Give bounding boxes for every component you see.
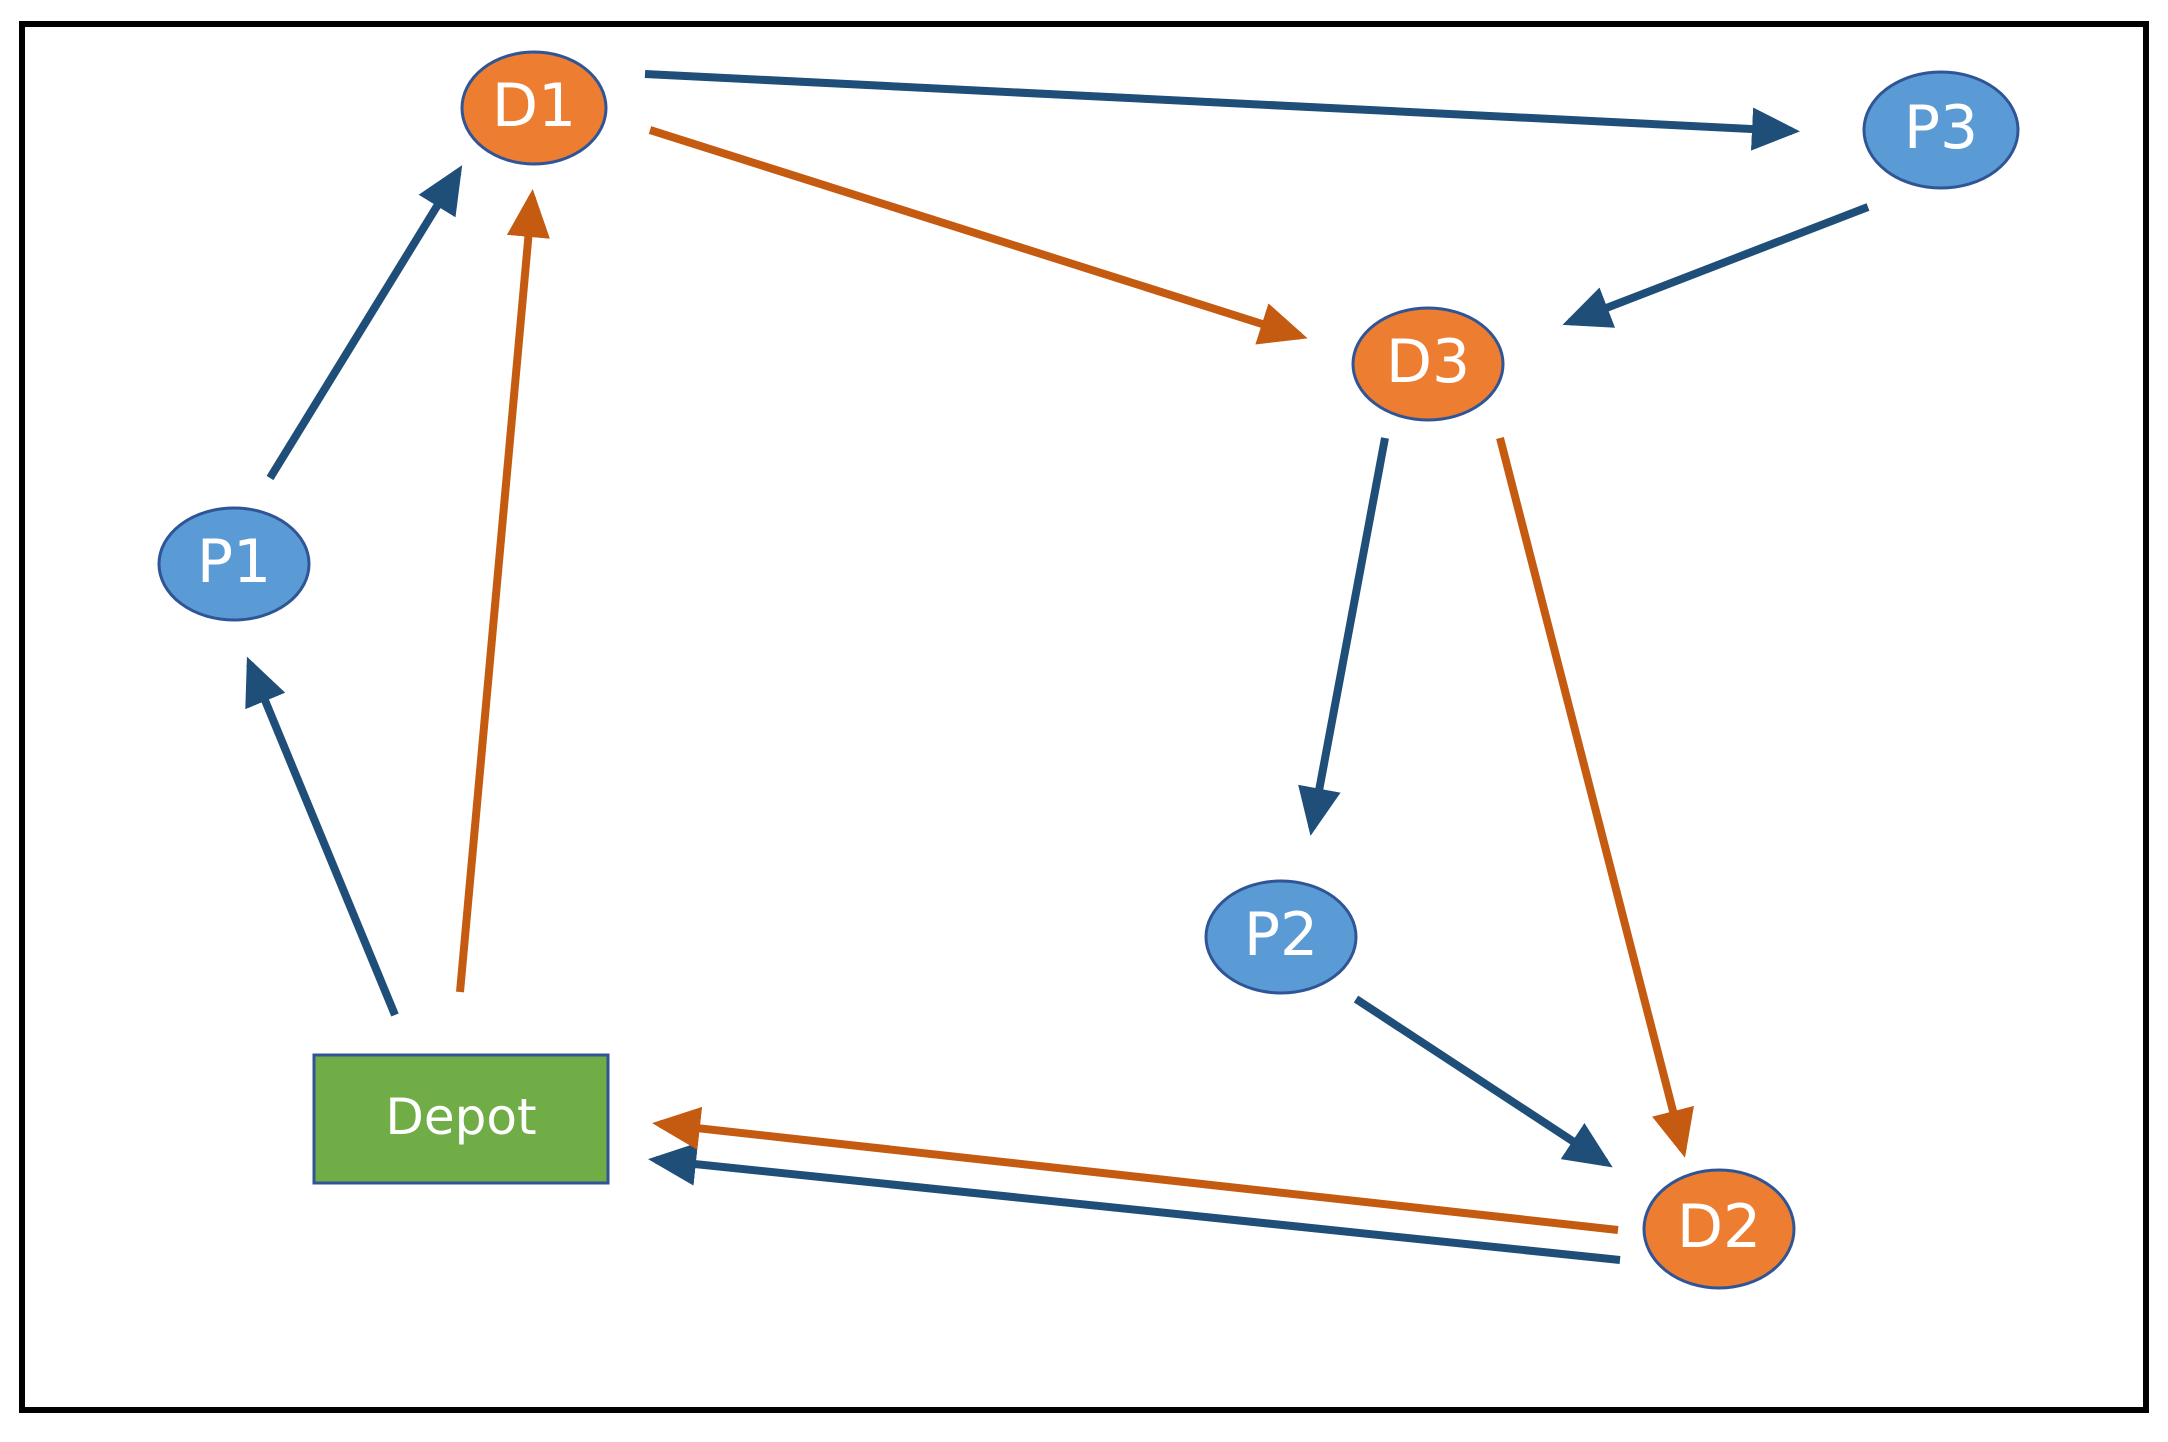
node-label: P2 <box>1244 900 1318 970</box>
blue-route <box>245 70 1870 1264</box>
node-p2: P2 <box>1204 879 1358 995</box>
edge-depot-to-p1 <box>245 656 399 1017</box>
depot-box <box>312 1053 610 1185</box>
node-label: D3 <box>1386 327 1470 397</box>
node-depot: Depot <box>312 1053 610 1185</box>
edge-d3-to-p2 <box>1298 437 1389 836</box>
pickup-node-circle <box>1862 70 2020 190</box>
delivery-node-circle <box>1642 1168 1796 1290</box>
node-label: P1 <box>197 527 271 597</box>
delivery-node-circle <box>460 50 608 166</box>
node-label: D1 <box>492 71 576 141</box>
node-p3: P3 <box>1862 70 2020 190</box>
edge-d2-to-depot-orange <box>652 1106 1619 1234</box>
edge-d1-to-p3 <box>644 70 1800 151</box>
node-d1: D1 <box>460 50 608 166</box>
node-label: D2 <box>1677 1192 1761 1262</box>
delivery-node-circle <box>1351 306 1505 422</box>
node-p1: P1 <box>157 506 311 622</box>
pickup-node-circle <box>1204 879 1358 995</box>
node-label: Depot <box>385 1088 536 1146</box>
pickup-node-circle <box>157 506 311 622</box>
node-d3: D3 <box>1351 306 1505 422</box>
edge-p2-to-d2 <box>1353 995 1613 1168</box>
edge-depot-to-d1 <box>456 189 550 993</box>
node-label: P3 <box>1904 93 1978 163</box>
edge-p3-to-d3 <box>1562 203 1870 328</box>
orange-route <box>456 126 1694 1234</box>
edge-d2-to-depot-blue <box>648 1142 1621 1264</box>
edge-p1-to-d1 <box>266 165 463 481</box>
edge-d1-to-d3 <box>648 126 1308 345</box>
edge-d3-to-d2 <box>1496 437 1694 1158</box>
node-d2: D2 <box>1642 1168 1796 1290</box>
